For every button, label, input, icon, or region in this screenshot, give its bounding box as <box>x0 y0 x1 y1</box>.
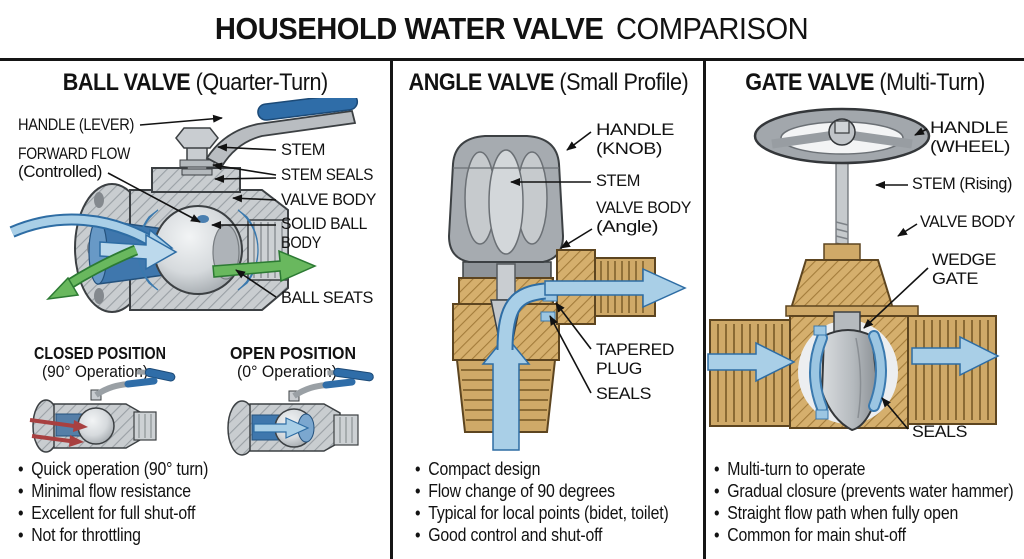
gate-valve-illustration <box>707 107 1000 432</box>
label-handle-wheel: HANDLE <box>930 118 1008 137</box>
ball-valve-art: HANDLE (LEVER) FORWARD FLOW (Controlled)… <box>9 98 376 456</box>
label-valve-body: VALVE BODY <box>920 212 1015 231</box>
label-valve-body: VALVE BODY <box>596 198 691 217</box>
feature-item: Quick operation (90° turn) <box>18 458 208 480</box>
label-stem: STEM <box>281 140 325 159</box>
handle-wheel <box>753 107 931 165</box>
feature-item: Compact design <box>415 458 669 480</box>
open-flow-arrow <box>253 417 310 439</box>
feature-item: Not for throttling <box>18 524 208 546</box>
label-seals: SEALS <box>596 384 651 403</box>
closed-position-group: CLOSED POSITION (90° Operation) <box>29 343 176 453</box>
ball-valve-feature-list: Quick operation (90° turn) Minimal flow … <box>18 458 208 546</box>
mini-valve-closed <box>29 377 158 453</box>
label-valve-body: VALVE BODY <box>281 190 376 209</box>
panel-angle-valve: ANGLE VALVE(Small Profile) <box>393 61 703 559</box>
gate-valve-heading-note: (Multi-Turn) <box>879 69 985 96</box>
mini-valve-open <box>227 378 359 456</box>
label-solid-ball: SOLID BALL <box>281 214 367 233</box>
bonnet <box>788 259 896 313</box>
open-position-group: OPEN POSITION (0° Operation) <box>227 343 374 456</box>
blocked-flow-arrows <box>29 418 88 447</box>
gate-valve-feature-list: Multi-turn to operate Gradual closure (p… <box>714 458 1014 546</box>
feature-item: Flow change of 90 degrees <box>415 480 669 502</box>
label-forward-flow: FORWARD FLOW <box>18 144 130 163</box>
label-handle-lever: HANDLE (LEVER) <box>18 115 134 134</box>
title-bar: HOUSEHOLD WATER VALVE COMPARISON <box>0 0 1024 61</box>
open-position-title: OPEN POSITION <box>230 343 356 363</box>
angle-valve-feature-list: Compact design Flow change of 90 degrees… <box>415 458 669 546</box>
flow-arrows <box>707 335 1000 383</box>
feature-item: Multi-turn to operate <box>714 458 1013 480</box>
label-ball-seats: BALL SEATS <box>281 288 373 307</box>
panel-divider-right <box>703 58 706 559</box>
feature-item: Typical for local points (bidet, toilet) <box>415 502 669 524</box>
ball-valve-heading-bold: BALL VALVE <box>62 69 190 96</box>
label-stem-rising: STEM (Rising) <box>912 174 1012 193</box>
feature-item: Gradual closure (prevents water hammer) <box>714 480 1014 502</box>
label-valve-body-2: (Angle) <box>596 217 658 236</box>
handle-lever <box>205 98 359 168</box>
panel-gate-valve: GATE VALVE(Multi-Turn) <box>706 61 1024 559</box>
ball-valve-illustration <box>9 98 359 313</box>
label-seals: SEALS <box>912 422 967 441</box>
angle-valve-heading-note: (Small Profile) <box>559 69 689 96</box>
feature-item: Common for main shut-off <box>714 524 1013 546</box>
panel-ball-valve: BALL VALVE(Quarter-Turn) <box>0 61 390 559</box>
angle-valve-art: HANDLE (KNOB) STEM VALVE BODY (Angle) TA… <box>447 120 691 451</box>
packing-gland <box>823 243 861 261</box>
label-handle-knob: HANDLE <box>596 120 674 139</box>
label-solid-ball-2: BODY <box>281 233 321 252</box>
angle-valve-heading-bold: ANGLE VALVE <box>408 69 555 96</box>
label-tapered-plug: TAPERED <box>596 340 674 359</box>
gate-valve-heading-bold: GATE VALVE <box>745 69 874 96</box>
label-stem: STEM <box>596 171 640 190</box>
angle-valve-illustration <box>447 135 687 451</box>
gate-valve-leaders <box>863 127 929 430</box>
ball-seat-right <box>237 209 259 291</box>
page-title-main: HOUSEHOLD WATER VALVE <box>215 11 604 46</box>
feature-item: Minimal flow resistance <box>18 480 208 502</box>
ball-valve-heading-note: (Quarter-Turn) <box>195 69 328 96</box>
label-forward-flow-2: (Controlled) <box>18 162 102 181</box>
feature-item: Good control and shut-off <box>415 524 669 546</box>
panel-divider-left <box>390 58 393 559</box>
feature-item: Straight flow path when fully open <box>714 502 1013 524</box>
wedge-gate-part <box>820 329 880 432</box>
label-tapered-plug-2: PLUG <box>596 359 642 378</box>
outlet-pipe-end <box>907 315 997 425</box>
angle-valve-heading: ANGLE VALVE(Small Profile) <box>393 69 703 97</box>
angle-valve-leaders <box>510 131 593 394</box>
feature-item: Excellent for full shut-off <box>18 502 208 524</box>
gate-valve-heading: GATE VALVE(Multi-Turn) <box>706 69 1024 97</box>
gate-valve-art: HANDLE (WHEEL) STEM (Rising) VALVE BODY … <box>707 107 1015 441</box>
page-title: HOUSEHOLD WATER VALVE COMPARISON <box>215 11 809 47</box>
label-wedge-gate-2: GATE <box>932 269 978 288</box>
page-title-suffix: COMPARISON <box>616 11 809 46</box>
closed-lever-icon <box>137 367 176 382</box>
seals <box>809 325 887 420</box>
label-stem-seals: STEM SEALS <box>281 165 373 184</box>
ball-valve-leaders <box>107 114 277 298</box>
flow-arrows <box>481 267 687 451</box>
closed-position-title: CLOSED POSITION <box>34 343 166 363</box>
seal-lower <box>540 311 556 322</box>
closed-position-subtitle: (90° Operation) <box>42 363 148 381</box>
ball-valve-heading: BALL VALVE(Quarter-Turn) <box>0 69 390 97</box>
label-handle-wheel-2: (WHEEL) <box>930 137 1010 156</box>
open-position-subtitle: (0° Operation) <box>237 363 337 381</box>
handle-knob <box>447 135 565 263</box>
label-wedge-gate: WEDGE <box>932 250 996 269</box>
open-lever-icon <box>327 367 374 382</box>
label-handle-knob-2: (KNOB) <box>596 139 662 158</box>
stem-assembly <box>175 127 219 176</box>
